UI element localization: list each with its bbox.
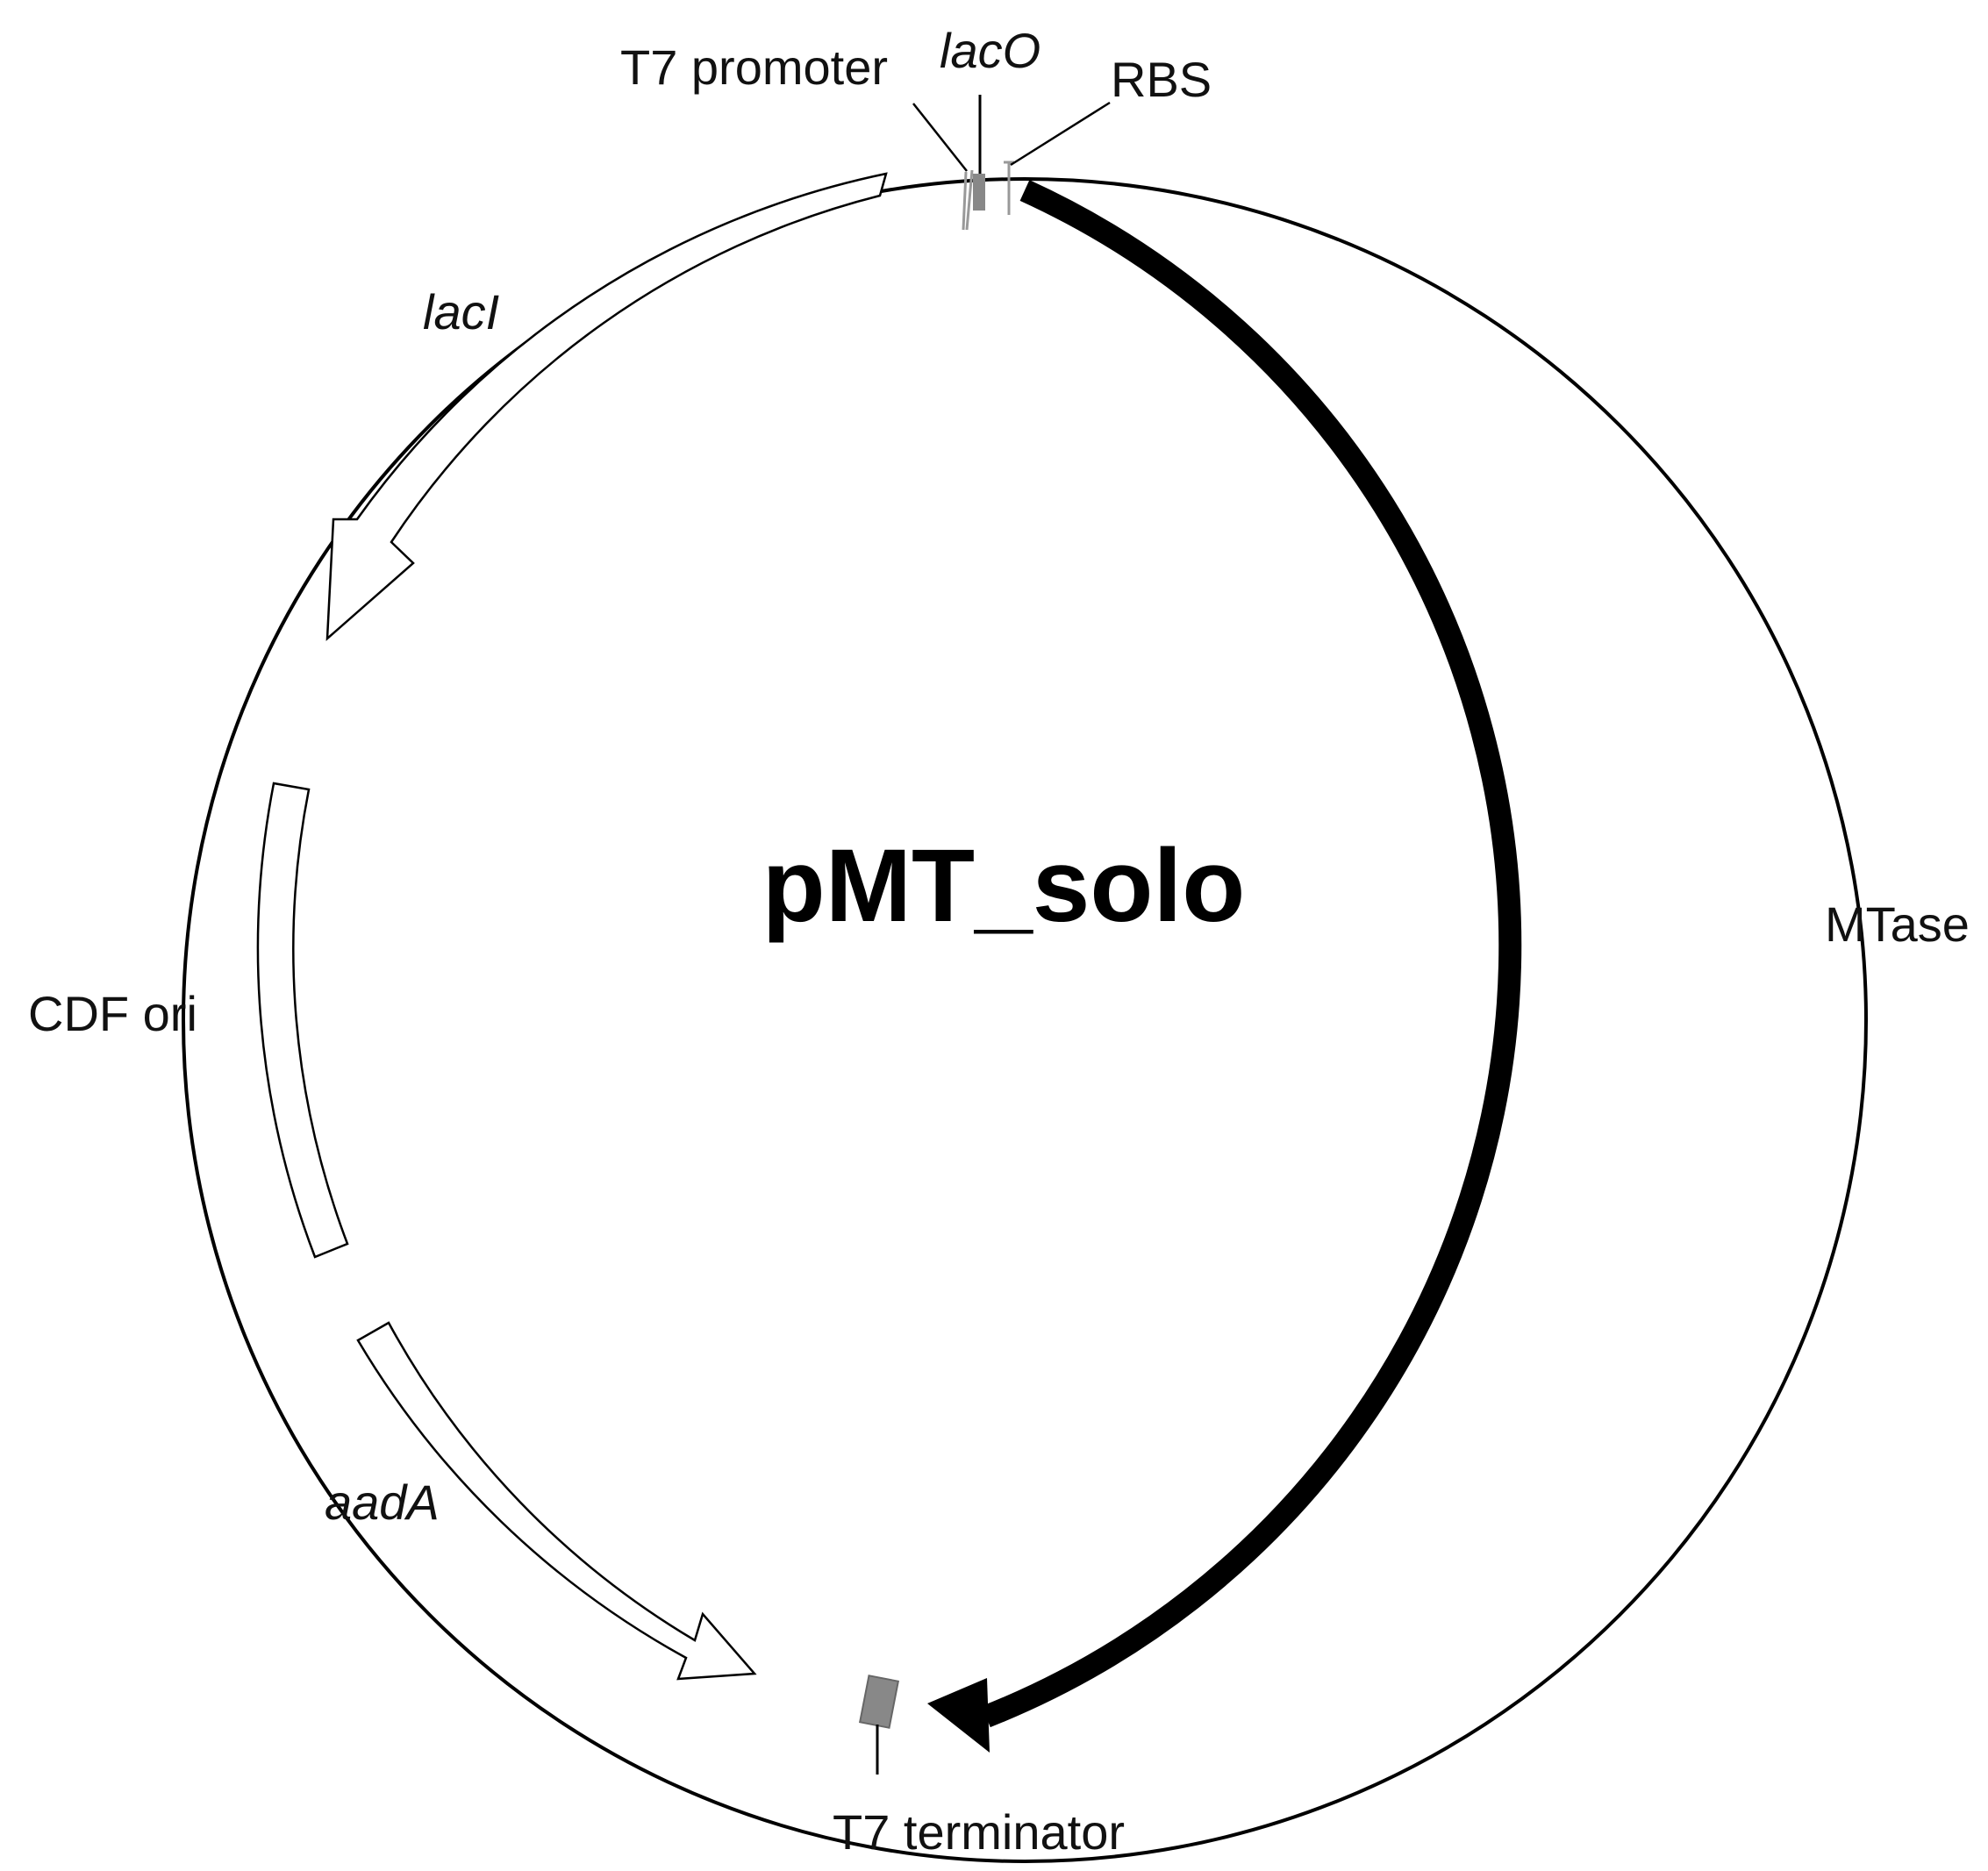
rbs-label: RBS (1111, 52, 1212, 107)
t7-terminator-label: T7 terminator (833, 1804, 1125, 1860)
aada-label: aadA (325, 1475, 440, 1530)
t7-terminator-mark (858, 1675, 900, 1729)
rbs-leader (1010, 101, 1111, 167)
laci-label: lacI (423, 284, 499, 339)
cdf-ori-label: CDF ori (28, 986, 197, 1041)
mtase-label: MTase (1825, 896, 1970, 952)
plasmid-name: pMT_solo (762, 828, 1246, 944)
rbs-mark (1004, 161, 1014, 215)
mtase-arc (982, 180, 1522, 1728)
laco-mark (973, 174, 985, 211)
laci-arrow (325, 172, 888, 641)
plasmid-backbone (182, 177, 1868, 1863)
mtase-arrowhead (927, 1678, 990, 1753)
aada-arrow (356, 1321, 757, 1681)
t7-promoter-leader (912, 103, 968, 172)
cdf-ori-box (256, 782, 349, 1259)
laco-label: lacO (940, 23, 1040, 78)
t7-promoter-label: T7 promoter (620, 39, 888, 95)
t7-promoter-mark (962, 169, 974, 231)
